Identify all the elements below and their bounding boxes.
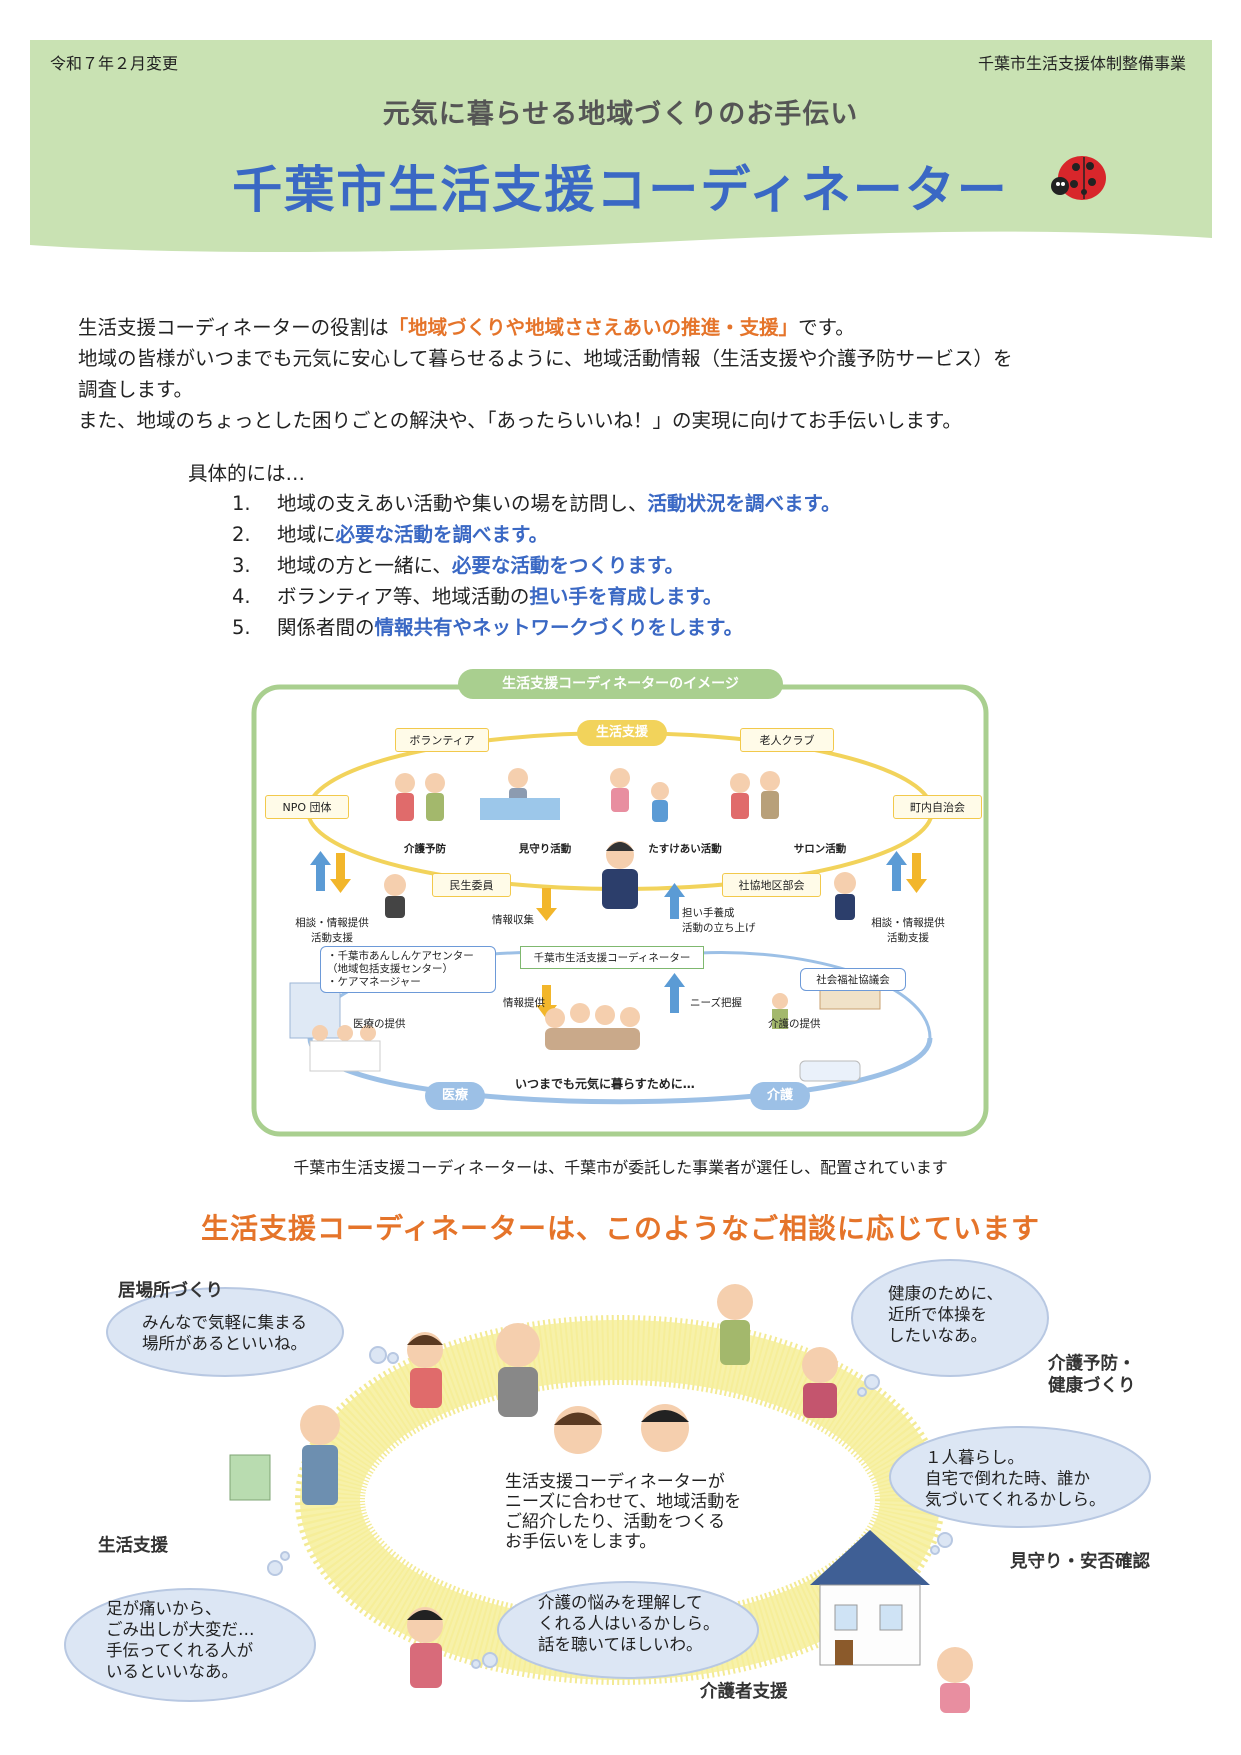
intro-line-4: また、地域のちょっとした困りごとの解決や、「あったらいいね！」の実現に向けてお手…	[78, 409, 962, 432]
list-highlight: 情報共有やネットワークづくりをします。	[374, 616, 744, 639]
bubble-kaigo-yobo: 健康のために、 近所で体操を したいなあ。	[888, 1284, 1004, 1345]
ring-label-care: 介護	[750, 1082, 810, 1110]
activity-label: 介護予防	[404, 843, 446, 855]
diagram-caption: 千葉市生活支援コーディネーターは、千葉市が委託した事業者が選任し、配置されていま…	[293, 1158, 948, 1177]
bubble-mimamori: １人暮らし。 自宅で倒れた時、誰か 気づいてくれるかしら。	[925, 1448, 1106, 1509]
arrow-down-icon	[330, 853, 351, 893]
tag-welfare-commissioner: 民生委員	[432, 873, 511, 897]
list-number: 5.	[232, 616, 251, 639]
list-number: 4.	[232, 585, 251, 608]
care-center-box: ・千葉市あんしんケアセンター （地域包括支援センター） ・ケアマネージャー	[320, 946, 496, 993]
list-highlight: 活動状況を調べます。	[647, 492, 841, 515]
care-provide-text: 介護の提供	[768, 1018, 821, 1030]
intro-line-3: 調査します。	[78, 378, 194, 401]
list-number: 3.	[232, 554, 251, 577]
info-collect-text: 情報収集	[492, 914, 534, 926]
category-kaigo-yobo: 介護予防・ 健康づくり	[1048, 1354, 1136, 1396]
list-number: 1.	[232, 492, 251, 515]
list-item: 1. 地域の支えあい活動や集いの場を訪問し、活動状況を調べます。	[232, 487, 841, 516]
list-item: 4. ボランティア等、地域活動の担い手を育成します。	[232, 580, 722, 609]
organization-name: 千葉市生活支援体制整備事業	[977, 54, 1186, 73]
page-title: 千葉市生活支援コーディネーター	[232, 161, 1009, 219]
category-ibasho: 居場所づくり	[118, 1281, 223, 1301]
tag-volunteer: ボランティア	[395, 728, 489, 752]
activity-label: サロン活動	[793, 843, 847, 855]
arrow-up-icon	[310, 851, 331, 891]
list-text: 地域に	[277, 523, 336, 546]
category-seikatsu: 生活支援	[98, 1536, 168, 1556]
info-provide-text: 情報提供	[503, 997, 545, 1009]
list-text: 地域の支えあい活動や集いの場を訪問し、	[277, 492, 648, 515]
intro-line-1: 生活支援コーディネーターの役割は「地域づくりや地域ささえあいの推進・支援」です。	[78, 312, 855, 343]
arrow-down-icon	[906, 853, 927, 893]
list-highlight: 担い手を育成します。	[529, 585, 723, 608]
activity-label: 見守り活動	[518, 843, 572, 855]
tag-district-council: 社協地区部会	[722, 873, 821, 897]
arrow-up-icon	[664, 973, 685, 1013]
medical-provide-text: 医療の提供	[353, 1018, 406, 1030]
list-highlight: 必要な活動をつくります。	[451, 554, 684, 577]
header-band	[30, 40, 1212, 253]
list-text: ボランティア等、地域活動の	[277, 585, 530, 608]
list-item: 5. 関係者間の情報共有やネットワークづくりをします。	[232, 611, 743, 640]
ladybug-icon	[1051, 156, 1106, 200]
bubble-ibasho: みんなで気軽に集まる 場所があるといいね。	[142, 1313, 307, 1353]
arrow-up-icon	[664, 883, 685, 919]
intro-text: です。	[798, 316, 855, 339]
house-illustration	[810, 1530, 930, 1666]
bubble-kaigosha: 介護の悩みを理解して くれる人はいるかしら。 話を聴いてほしいわ。	[538, 1593, 720, 1654]
list-item: 3. 地域の方と一緒に、必要な活動をつくります。	[232, 549, 684, 578]
training-text: 担い手養成 活動の立ち上げ	[682, 907, 756, 934]
arrow-down-icon	[536, 985, 557, 1019]
people-illustration	[229, 1284, 973, 1713]
diagram-title: 生活支援コーディネーターのイメージ	[458, 669, 783, 699]
category-mimamori: 見守り・安否確認	[1010, 1552, 1150, 1572]
left-support-text: 相談・情報提供 活動支援	[295, 917, 369, 944]
tag-npo: NPO 団体	[265, 795, 349, 819]
list-text: 関係者間の	[277, 616, 375, 639]
list-item: 2. 地域に必要な活動を調べます。	[232, 518, 548, 547]
page-subtitle: 元気に暮らせる地域づくりのお手伝い	[382, 99, 859, 130]
coordinator-diagram	[251, 684, 989, 1137]
people-illustration	[289, 768, 881, 1082]
bubble-seikatsu: 足が痛いから、 ごみ出しが大変だ… 手伝ってくれる人が いるといいなあ。	[106, 1599, 255, 1681]
consult-illustration	[64, 1259, 1151, 1713]
category-kaigosha: 介護者支援	[700, 1682, 788, 1702]
activity-label: たすけあい活動	[648, 843, 722, 855]
bottom-message: いつまでも元気に暮らすために…	[515, 1077, 695, 1091]
list-highlight: 必要な活動を調べます。	[335, 523, 549, 546]
center-message: 生活支援コーディネーターが ニーズに合わせて、地域活動を ご紹介したり、活動をつ…	[505, 1472, 742, 1552]
coordinator-box: 千葉市生活支援コーディネーター	[520, 946, 704, 969]
tag-elder-club: 老人クラブ	[740, 728, 834, 752]
ring-label-medical: 医療	[425, 1082, 485, 1110]
list-text: 地域の方と一緒に、	[277, 554, 452, 577]
arrow-up-icon	[886, 851, 907, 891]
intro-line-2: 地域の皆様がいつまでも元気に安心して暮らせるように、地域活動情報（生活支援や介護…	[78, 347, 1013, 370]
social-welfare-box: 社会福祉協議会	[800, 968, 906, 991]
list-number: 2.	[232, 523, 251, 546]
consult-heading: 生活支援コーディネーターは、このようなご相談に応じています	[200, 1212, 1041, 1245]
intro-text: 生活支援コーディネーターの役割は	[78, 316, 389, 339]
intro-highlight: 「地域づくりや地域ささえあいの推進・支援」	[388, 316, 799, 339]
specifics-heading: 具体的には…	[188, 462, 306, 485]
ring-label-support: 生活支援	[577, 720, 667, 746]
needs-text: ニーズ把握	[690, 997, 742, 1009]
tag-neighborhood: 町内自治会	[893, 795, 982, 819]
arrow-down-icon	[536, 888, 557, 921]
right-support-text: 相談・情報提供 活動支援	[871, 917, 945, 944]
revision-date: 令和７年２月変更	[50, 54, 179, 73]
